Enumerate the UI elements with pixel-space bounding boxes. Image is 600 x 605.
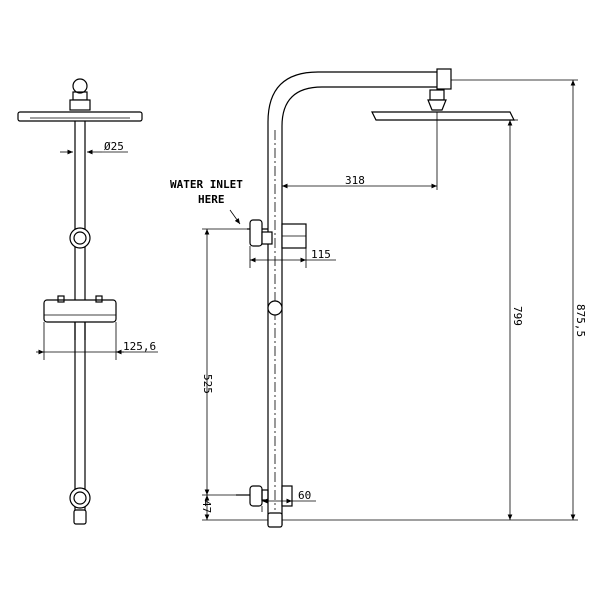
dim-arm-reach: 318 [345,174,365,187]
side-shower-head [371,111,515,121]
dim-overall-height: 875,5 [574,304,587,337]
side-middle-holder [267,300,283,316]
water-inlet-label-line1: WATER INLET [170,178,243,191]
front-bottom-ring [69,487,91,509]
front-slider [43,299,117,323]
dim-upper-inlet-offset: 115 [311,248,331,261]
dim-lower-inlet-offset: 60 [298,489,311,502]
front-middle-ring [69,227,91,249]
dim-inlet-spacing: 525 [201,374,214,394]
front-top-knob [72,78,88,94]
dim-head-height: 799 [511,306,524,326]
lower-elbow [281,485,293,507]
side-view: 318 115 60 525 47 799 875,5 WATER INLET [170,68,587,528]
front-view: Ø25 125,6 [17,78,158,525]
front-shower-head [17,111,143,122]
water-inlet-label-line2: HERE [198,193,225,206]
dim-head-diameter: Ø25 [104,140,124,153]
dim-bottom-height: 47 [200,500,213,513]
dim-slider-width: 125,6 [123,340,156,353]
